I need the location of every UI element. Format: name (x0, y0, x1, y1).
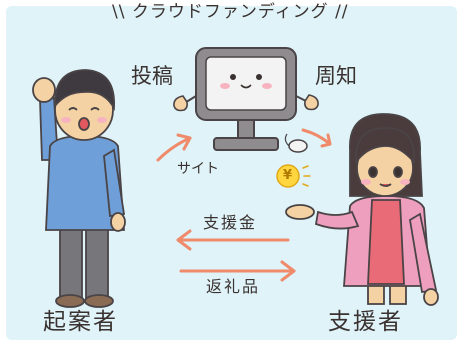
founder-shoe-left (55, 294, 85, 308)
founder-leg-right (85, 225, 109, 299)
coin-body (276, 164, 300, 188)
monitor-eye-left (230, 74, 236, 80)
supporter-hand-left (285, 204, 315, 220)
support-money-label: 支援金 (203, 213, 258, 232)
support-money-arrow-head (176, 229, 192, 251)
supporter-character (285, 113, 439, 306)
notify-arrow-head (320, 133, 332, 148)
mouse-cable (284, 133, 290, 147)
monitor-base (213, 137, 279, 151)
title-banner: \\ クラウドファンディング // (112, 2, 349, 22)
notify-arrow (301, 128, 332, 146)
founder-label: 起案者 (43, 309, 118, 335)
computer-character (173, 47, 319, 153)
founder-mouth (78, 117, 90, 131)
monitor-hand-right (304, 94, 319, 111)
founder-closed-eyes (68, 107, 100, 111)
founder-leg-left (59, 225, 83, 299)
monitor-eye-right (256, 74, 262, 80)
notify-label: 周知 (315, 64, 357, 88)
supporter-cheek-left (361, 179, 371, 185)
coin-sparkle (302, 165, 311, 187)
founder-fist (32, 77, 56, 103)
background-panel (6, 6, 457, 340)
mouse (288, 139, 308, 153)
monitor-hand-left (173, 95, 188, 112)
supporter-hand-right (423, 288, 439, 306)
supporter-sleeve-left (314, 210, 360, 230)
post-arrow (156, 136, 192, 162)
supporter-top (367, 199, 405, 285)
founder-cheek-right (97, 117, 107, 123)
post-label: 投稿 (131, 64, 173, 88)
gift-arrow-head (280, 260, 296, 282)
founder-character (32, 69, 126, 308)
supporter-bangs (355, 127, 415, 165)
founder-cheek-left (61, 117, 71, 123)
supporter-mouth (379, 183, 392, 187)
yen-coin (276, 164, 311, 188)
monitor-mouth (240, 84, 252, 89)
post-arrow-head (176, 133, 192, 151)
supporter-eye-left (368, 166, 378, 178)
arrows (156, 128, 332, 282)
founder-hand-right (110, 212, 126, 232)
supporter-eye-right (393, 166, 403, 178)
site-label: サイト (177, 161, 219, 177)
monitor-screen (205, 56, 287, 111)
founder-sleeve-right (103, 148, 126, 218)
supporter-sleeve-right (409, 212, 438, 294)
supporter-cheek-right (400, 179, 410, 185)
founder-hair (54, 69, 115, 112)
supporter-label: 支援者 (328, 309, 403, 335)
yen-symbol: ¥ (283, 168, 293, 183)
monitor-cheek-right (262, 83, 272, 89)
gift-label: 返礼品 (206, 277, 261, 296)
monitor-cheek-left (220, 83, 230, 89)
founder-shoe-right (84, 294, 114, 308)
